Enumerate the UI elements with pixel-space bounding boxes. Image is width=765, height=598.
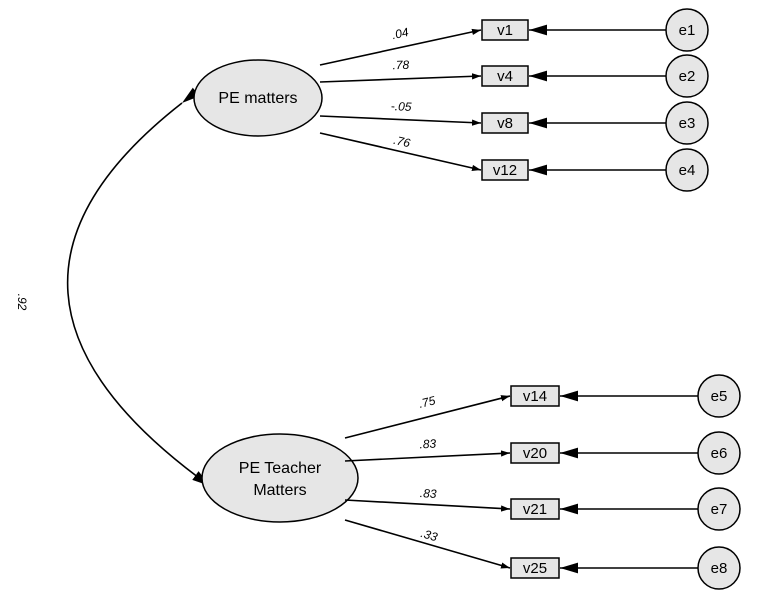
indicator-label-v14: v14: [523, 388, 547, 405]
error-label-e7: e7: [711, 501, 728, 518]
indicator-label-v4: v4: [497, 68, 513, 85]
error-term-e8: [697, 546, 741, 590]
loading-path-v12: [319, 132, 482, 172]
loading-label-v20: .83: [419, 437, 437, 452]
indicator-v8: -.05 v8 e3: [319, 99, 709, 145]
loading-label-v14: .75: [417, 393, 437, 411]
indicator-label-v20: v20: [523, 445, 547, 462]
loading-path-v25: [344, 519, 511, 569]
indicator-box-v25: [510, 557, 560, 579]
error-label-e3: e3: [679, 115, 696, 132]
loading-path-v20: [344, 450, 511, 462]
error-term-e2: [665, 54, 709, 98]
loading-label-v21: .83: [420, 486, 438, 501]
loading-label-v8: -.05: [391, 99, 413, 114]
indicator-box-v4: [481, 65, 529, 87]
indicator-box-v14: [510, 385, 560, 407]
indicator-v4: .78 v4 e2: [319, 54, 709, 98]
latent-factor-label: PE matters: [218, 90, 297, 107]
loading-label-v12: .76: [392, 133, 412, 150]
error-term-e5: [697, 374, 741, 418]
indicator-box-v20: [510, 442, 560, 464]
indicator-label-v8: v8: [497, 115, 513, 132]
error-term-e3: [665, 101, 709, 145]
error-term-e6: [697, 431, 741, 475]
error-term-e4: [665, 148, 709, 192]
indicator-box-v12: [481, 159, 529, 181]
error-term-e1: [665, 8, 709, 52]
factor-correlation-arc: [66, 87, 211, 487]
error-label-e2: e2: [679, 68, 696, 85]
error-label-e5: e5: [711, 388, 728, 405]
loading-path-v4: [319, 73, 482, 83]
loading-label-v25: .33: [419, 526, 439, 544]
loading-path-v14: [344, 395, 511, 439]
indicator-v1: .04 v1 e1: [319, 8, 709, 66]
indicator-v14: .75 v14 e5: [344, 374, 741, 439]
latent-factor-label-line-1: PE Teacher: [239, 460, 322, 477]
indicator-v21: .83 v21 e7: [344, 486, 741, 531]
error-label-e1: e1: [679, 22, 696, 39]
error-label-e8: e8: [711, 560, 728, 577]
error-label-e4: e4: [679, 162, 696, 179]
indicator-box-v21: [510, 498, 560, 520]
loading-path-v21: [344, 499, 511, 512]
loading-path-v8: [319, 115, 482, 126]
indicator-box-v1: [481, 19, 529, 41]
indicator-label-v1: v1: [497, 22, 513, 39]
indicator-label-v12: v12: [493, 162, 517, 179]
correlation-label: .92: [15, 294, 29, 311]
indicator-box-v8: [481, 112, 529, 134]
indicator-label-v21: v21: [523, 501, 547, 518]
error-label-e6: e6: [711, 445, 728, 462]
latent-factor-pe-teacher-matters: PE Teacher Matters: [201, 433, 359, 523]
latent-factor-label-line-2: Matters: [253, 482, 306, 499]
indicator-layer: .04 v1 e1 .78 v4 e2 -.05 v8 e3 .76 v12 e4 .75 v14 e5 .8…: [319, 8, 741, 590]
indicator-v20: .83 v20 e6: [344, 431, 741, 475]
loading-label-v4: .78: [392, 58, 410, 73]
indicator-label-v25: v25: [523, 560, 547, 577]
loading-path-v1: [319, 28, 482, 66]
error-term-e7: [697, 487, 741, 531]
indicator-v25: .33 v25 e8: [344, 519, 741, 590]
loading-label-v1: .04: [391, 25, 411, 42]
indicator-v12: .76 v12 e4: [319, 132, 709, 192]
latent-factor-pe-matters: PE matters: [193, 59, 323, 137]
